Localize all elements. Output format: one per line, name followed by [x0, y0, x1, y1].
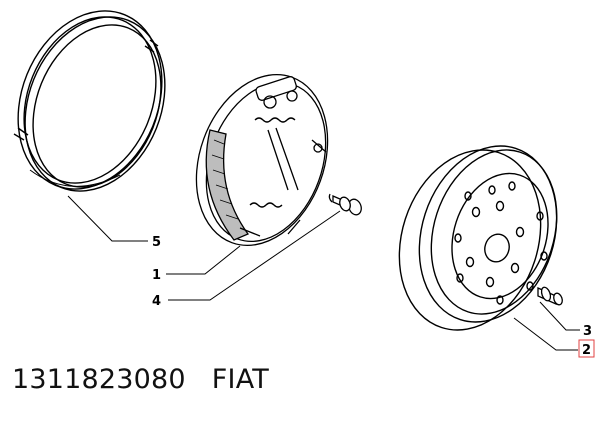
brand-name: FIAT	[211, 364, 269, 395]
leader-line-4	[168, 210, 341, 301]
leader-line-3	[539, 301, 580, 331]
callout-4: 4	[152, 294, 161, 309]
callout-2-highlight	[578, 339, 595, 358]
seal-ring-drawing	[13, 10, 166, 192]
brake-drum-drawing	[398, 145, 558, 331]
leader-line-1	[166, 245, 241, 275]
callout-1: 1	[152, 268, 161, 283]
callout-2: 2	[582, 343, 591, 358]
part-caption: 1311823080 FIAT	[12, 364, 269, 395]
callout-5: 5	[152, 235, 161, 250]
leader-lines	[67, 195, 580, 351]
wheel-stud-drawing	[537, 286, 563, 306]
part-number: 1311823080	[12, 364, 186, 395]
leader-line-2	[513, 317, 578, 351]
callout-3: 3	[583, 324, 592, 339]
brake-shoe-assembly-drawing	[195, 73, 329, 247]
leader-line-5	[67, 195, 148, 242]
bolt-drawing	[328, 193, 362, 216]
